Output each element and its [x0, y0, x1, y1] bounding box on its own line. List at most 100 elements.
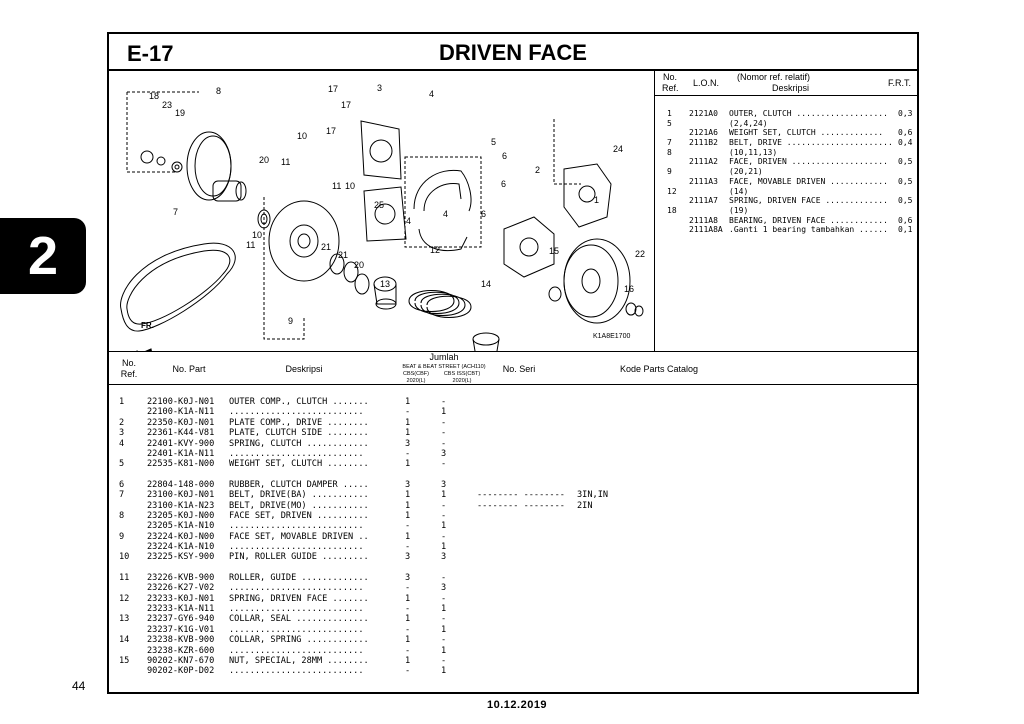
callout-20: 20 — [259, 155, 270, 165]
part-desc: FACE SET, MOVABLE DRIVEN .. — [229, 531, 369, 542]
part-desc: BELT, DRIVE(BA) ........... — [229, 490, 369, 501]
part-number: 22100-K1A-N11 — [147, 407, 215, 418]
qty-cbs: - — [405, 407, 411, 418]
part-number: 23224-K0J-N00 — [147, 531, 215, 542]
exploded-diagram: 18 8 23 19 7 10 11 20 17 17 17 3 4 5 6 6… — [109, 69, 655, 351]
callout-10c: 10 — [252, 230, 263, 240]
serial-range: -------- -------- — [477, 490, 565, 501]
callout-17b: 17 — [341, 100, 352, 110]
callout-4b: 4 — [406, 216, 412, 226]
part-number: 23205-K0J-N00 — [147, 510, 215, 521]
qty-cbs-iss: - — [441, 428, 447, 439]
callout-25: 25 — [374, 200, 385, 210]
lon-code: 2111A8A — [689, 225, 723, 235]
qty-cbs-iss: - — [441, 417, 447, 428]
lon-frt: 0,3 — [898, 109, 913, 118]
lon-desc: BEARING, DRIVEN FACE ............ — [729, 215, 888, 225]
qty-cbs: - — [405, 521, 411, 532]
callout-14: 14 — [481, 279, 492, 289]
part-number: 22401-K1A-N11 — [147, 448, 215, 459]
part-number: 23226-K27-V02 — [147, 583, 215, 594]
callout-9: 9 — [288, 316, 294, 326]
part-number: 22535-K81-N00 — [147, 459, 215, 470]
callout-21: 21 — [321, 242, 332, 252]
part-ref: 6 — [119, 479, 125, 490]
lon-code: 2121A0 — [689, 109, 718, 118]
lon-frt: 0,5 — [898, 157, 913, 167]
lon-row: 8(10,11,13) — [667, 148, 917, 158]
callout-6b: 6 — [501, 179, 507, 189]
qty-cbs-iss: 1 — [441, 521, 447, 532]
parts-row: 23205-K1A-N10..........................-… — [109, 521, 917, 531]
part-ref: 14 — [119, 635, 130, 646]
callout-11c: 11 — [246, 240, 256, 250]
callout-17: 17 — [328, 84, 339, 94]
callout-20b: 20 — [354, 260, 365, 270]
parts-row: 90202-K0P-D02..........................-… — [109, 666, 917, 676]
parts-header-part: No. Part — [172, 364, 206, 374]
lon-desc: (14) — [729, 186, 749, 196]
callout-7: 7 — [173, 207, 179, 217]
qty-cbs: 3 — [405, 572, 411, 583]
callout-1: 1 — [594, 195, 600, 205]
lon-desc: (10,11,13) — [729, 147, 778, 157]
callout-11: 11 — [281, 157, 291, 167]
parts-row: 23237-K1G-V01..........................-… — [109, 625, 917, 635]
part-desc: OUTER COMP., CLUTCH ....... — [229, 397, 369, 407]
lon-frt: 0,6 — [898, 215, 913, 225]
part-number: 23238-KZR-600 — [147, 645, 215, 656]
lon-desc: SPRING, DRIVEN FACE ............. — [729, 196, 888, 206]
part-desc: FACE SET, DRIVEN .......... — [229, 510, 369, 521]
part-number: 23233-K1A-N11 — [147, 604, 215, 615]
lon-desc: WEIGHT SET, CLUTCH ............. — [729, 128, 884, 138]
qty-cbs: 3 — [405, 438, 411, 449]
parts-header-jumlah: Jumlah — [429, 352, 459, 362]
part-number: 23237-GY6-940 — [147, 614, 215, 625]
part-desc: WEIGHT SET, CLUTCH ........ — [229, 459, 369, 470]
lon-desc: .Ganti 1 bearing tambahkan ...... — [729, 225, 888, 235]
qty-cbs: 1 — [405, 490, 411, 501]
section-code: E-17 — [127, 41, 174, 66]
parts-header-bottom-rule — [109, 384, 917, 385]
lon-row: 5(2,4,24) — [667, 119, 917, 129]
qty-cbs-iss: - — [441, 397, 447, 407]
parts-header-year1: 2020(L) — [406, 378, 426, 384]
parts-row: 8 23205-K0J-N00 FACE SET, DRIVEN .........… — [109, 511, 917, 521]
catalog-code: 2IN — [577, 500, 593, 511]
parts-header-top-rule — [109, 351, 917, 352]
part-ref: 8 — [119, 510, 125, 521]
part-desc: .......................... — [229, 645, 364, 656]
catalog-code: 3IN,IN — [577, 490, 609, 501]
parts-row: 23224-K1A-N10..........................-… — [109, 542, 917, 552]
lon-desc: (19) — [729, 205, 749, 215]
qty-cbs-iss: - — [441, 572, 447, 583]
page-title: DRIVEN FACE — [439, 40, 587, 65]
lon-code: 2111A7 — [689, 196, 718, 206]
lon-code: 2111A3 — [689, 176, 718, 186]
parts-row: 23238-KZR-600..........................-… — [109, 646, 917, 656]
part-desc: .......................... — [229, 624, 364, 635]
callout-23: 23 — [162, 100, 173, 110]
lon-frt: 0,4 — [898, 138, 913, 148]
part-number: 23100-K1A-N23 — [147, 500, 215, 511]
qty-cbs: - — [405, 624, 411, 635]
part-number: 23225-KSY-900 — [147, 552, 215, 563]
lon-ref: 5 — [667, 118, 672, 128]
part-ref: 11 — [119, 572, 130, 583]
qty-cbs: 3 — [405, 479, 411, 490]
part-desc: .......................... — [229, 542, 364, 553]
part-desc: PLATE, CLUTCH SIDE ........ — [229, 428, 369, 439]
parts-row: 23226-K27-V02..........................-… — [109, 583, 917, 593]
qty-cbs: 1 — [405, 531, 411, 542]
qty-cbs-iss: - — [441, 438, 447, 449]
part-desc: BELT, DRIVE(MO) ........... — [229, 500, 369, 511]
part-desc: .......................... — [229, 604, 364, 615]
lon-desc: OUTER, CLUTCH ................... — [729, 109, 888, 118]
